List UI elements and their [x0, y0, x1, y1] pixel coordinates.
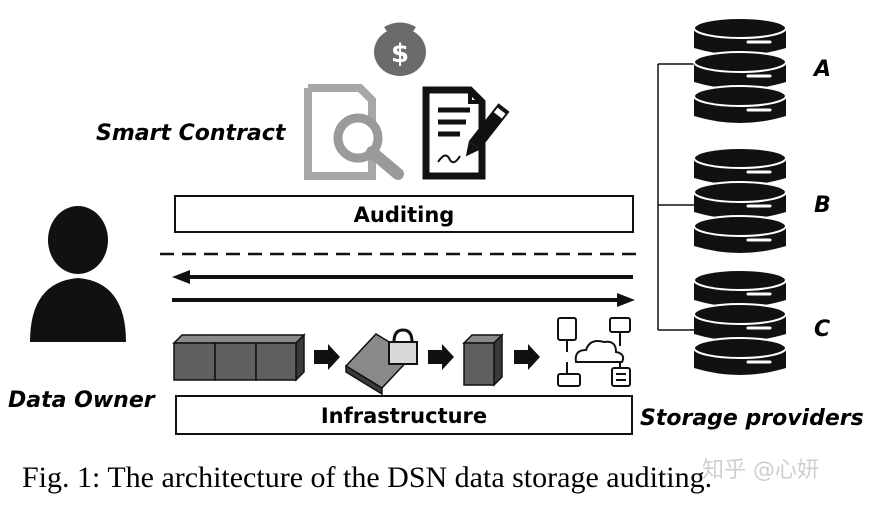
provider-label-c: C [814, 317, 830, 342]
flow-arrow-1 [314, 344, 340, 370]
flow-arrow-2 [428, 344, 454, 370]
database-icon-b [693, 147, 787, 253]
provider-bracket [657, 63, 698, 331]
user-icon [30, 206, 126, 342]
arrow-left [172, 270, 633, 284]
document-search-icon [304, 84, 404, 180]
flow-arrow-3 [514, 344, 540, 370]
figure-caption: Fig. 1: The architecture of the DSN data… [22, 461, 712, 494]
database-icon-a [693, 17, 787, 123]
data-owner-label: Data Owner [8, 388, 156, 413]
contract-sign-icon [422, 86, 510, 180]
cloud-network-icon [557, 317, 631, 387]
provider-label-b: B [814, 193, 831, 218]
watermark: 知乎 @心妍 [702, 458, 819, 483]
svg-text:$: $ [391, 39, 409, 69]
auditing-box [174, 195, 634, 233]
provider-label-a: A [812, 57, 831, 82]
arrow-right [172, 293, 635, 307]
storage-providers-label: Storage providers [640, 406, 864, 431]
encryption-lock-icon [344, 328, 418, 396]
infrastructure-label: Infrastructure [321, 404, 487, 428]
database-icon-c [693, 269, 787, 375]
auditing-label: Auditing [354, 203, 455, 227]
infrastructure-box [175, 395, 633, 435]
data-blocks-icon [172, 333, 306, 382]
money-bag-icon: $ [374, 22, 426, 76]
data-block-icon [462, 333, 504, 387]
smart-contract-label: Smart Contract [96, 121, 287, 146]
